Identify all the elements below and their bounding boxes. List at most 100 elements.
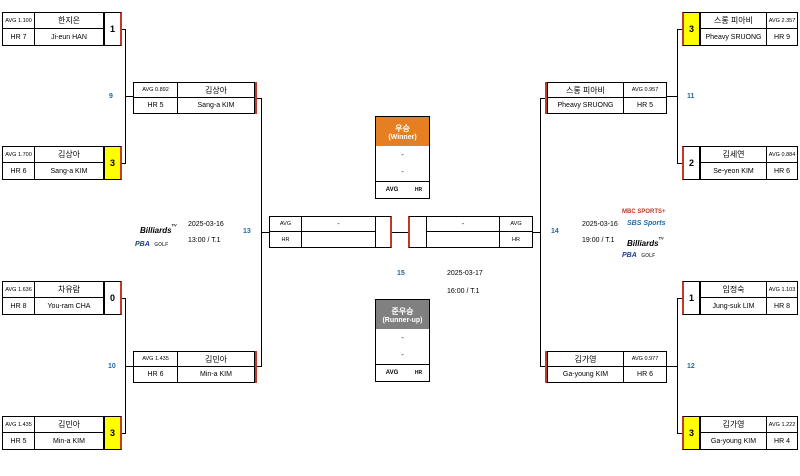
score-box: 2 (682, 146, 700, 180)
player-avg: AVG 0.977 (624, 352, 666, 367)
connector (125, 366, 133, 367)
player-card[interactable]: AVG 1.100 한지은 HR 7 Ji-eun HAN (2, 12, 104, 46)
connector (677, 163, 682, 164)
match-number-9: 9 (109, 93, 113, 100)
player-avg: AVG 0.884 (767, 147, 797, 163)
winner-avg: AVG (385, 187, 399, 193)
player-hr: HR 8 (3, 298, 35, 314)
semi-left-time: 13:00 / T.1 (188, 237, 221, 244)
player-hr: HR 6 (134, 367, 178, 382)
player-avg: AVG 1.435 (134, 352, 178, 367)
player-avg: AVG (500, 217, 532, 232)
semi-left-date: 2025-03-16 (188, 221, 224, 228)
match-number-14: 14 (551, 228, 559, 235)
player-hr: HR 4 (774, 437, 790, 445)
player-english-name: Se-yeon KIM (701, 163, 767, 179)
runner-up-header: 준우승 (Runner-up) (376, 300, 429, 329)
player-card[interactable]: AVG 1.435 김민아 HR 6 Min-a KIM (133, 351, 255, 383)
connector (540, 366, 545, 367)
winner-line2: - (376, 164, 429, 182)
player-korean-name: 한지은 (35, 13, 103, 29)
player-card[interactable]: AVG 1.636 차유람 HR 8 You-ram CHA (2, 281, 104, 315)
winner-header: 우승 (Winner) (376, 117, 429, 146)
player-korean-name: 차유람 (35, 282, 103, 298)
player-avg: AVG 1.700 (3, 147, 35, 163)
match-number-11: 11 (687, 93, 695, 100)
connector (677, 29, 682, 30)
player-hr: HR 6 (774, 167, 790, 175)
semi-left-card[interactable]: AVG - HR (269, 216, 376, 248)
connector (540, 98, 545, 99)
connector (261, 232, 269, 233)
pba-golf-logo: PBA GOLF (135, 241, 169, 248)
connector (677, 433, 682, 434)
player-english-name: Pheavy SRUONG (701, 29, 767, 45)
semi-right-card[interactable]: - AVG HR (426, 216, 533, 248)
player-english-name: Ga-young KIM (548, 367, 624, 382)
connector (125, 96, 133, 97)
player-korean-name: 김세연 (701, 147, 767, 163)
player-card[interactable]: AVG 1.700 김상아 HR 6 Sang-a KIM (2, 146, 104, 180)
winner-line1: - (401, 151, 404, 159)
player-card[interactable]: 스롱 피아비 AVG 2.357 Pheavy SRUONG HR 9 (700, 12, 798, 46)
player-korean-name: 김가영 (548, 352, 624, 367)
connector (667, 366, 677, 367)
player-korean-name: 스롱 피아비 (548, 83, 624, 98)
player-name: - (427, 217, 500, 232)
score-slot (255, 82, 257, 114)
player-avg: AVG (270, 217, 302, 232)
sbs-sports-logo: SBS Sports (627, 220, 666, 227)
player-card[interactable]: 스롱 피아비 AVG 0.957 Pheavy SRUONG HR 5 (547, 82, 667, 114)
runner-up-avg: AVG (385, 370, 399, 376)
player-name: - (302, 217, 375, 232)
score-box: 1 (104, 12, 122, 46)
connector (677, 29, 678, 163)
score-slot (376, 216, 392, 248)
player-english-name: Pheavy SRUONG (548, 98, 624, 113)
player-avg: AVG 0.892 (134, 83, 178, 98)
runner-up-box: 준우승 (Runner-up) - - AVG HR (375, 299, 430, 382)
player-avg: AVG 1.222 (767, 417, 797, 433)
player-card[interactable]: 임정숙 AVG 1.103 Jung-suk LIM HR 8 (700, 281, 798, 315)
score-slot (255, 351, 257, 383)
player-korean-name: 김상아 (178, 83, 254, 98)
player-card[interactable]: AVG 1.435 김민아 HR 5 Min-a KIM (2, 416, 104, 450)
player-korean-name: 김가영 (701, 417, 767, 433)
connector (667, 96, 677, 97)
runner-up-line1: - (401, 334, 404, 342)
winner-hr: HR (414, 187, 423, 193)
connector (125, 298, 126, 433)
semi-right-time: 19:00 / T.1 (582, 237, 615, 244)
player-card[interactable]: 김세연 AVG 0.884 Se-yeon KIM HR 6 (700, 146, 798, 180)
player-avg: AVG 1.636 (3, 282, 35, 298)
player-hr: HR (512, 236, 520, 243)
player-card[interactable]: AVG 0.892 김상아 HR 5 Sang-a KIM (133, 82, 255, 114)
player-avg: AVG 1.103 (767, 282, 797, 298)
match-number-12: 12 (687, 363, 695, 370)
player-card[interactable]: 김가영 AVG 1.222 Ga-young KIM HR 4 (700, 416, 798, 450)
score-slot (408, 216, 426, 248)
player-avg: AVG 2.357 (767, 13, 797, 29)
connector (122, 433, 126, 434)
final-time: 16:00 / T.1 (447, 288, 480, 295)
player-korean-name: 김민아 (35, 417, 103, 433)
player-hr: HR 5 (637, 102, 653, 109)
player-korean-name: 임정숙 (701, 282, 767, 298)
player-name-blank (427, 232, 500, 247)
connector (122, 29, 126, 30)
semi-right-date: 2025-03-16 (582, 221, 618, 228)
player-card[interactable]: 김가영 AVG 0.977 Ga-young KIM HR 6 (547, 351, 667, 383)
score-box-winner: 3 (682, 12, 700, 46)
connector (677, 298, 678, 433)
player-avg: AVG 1.435 (3, 417, 35, 433)
player-hr: HR 6 (3, 163, 35, 179)
score-box-winner: 3 (104, 146, 122, 180)
score-box: 0 (104, 281, 122, 315)
score-slot (545, 82, 547, 114)
player-name-blank (302, 232, 375, 247)
player-avg: AVG 1.100 (3, 13, 35, 29)
player-english-name: Ga-young KIM (701, 433, 767, 449)
runner-up-line2: - (376, 347, 429, 365)
connector (257, 366, 262, 367)
player-hr: HR 6 (637, 371, 653, 378)
